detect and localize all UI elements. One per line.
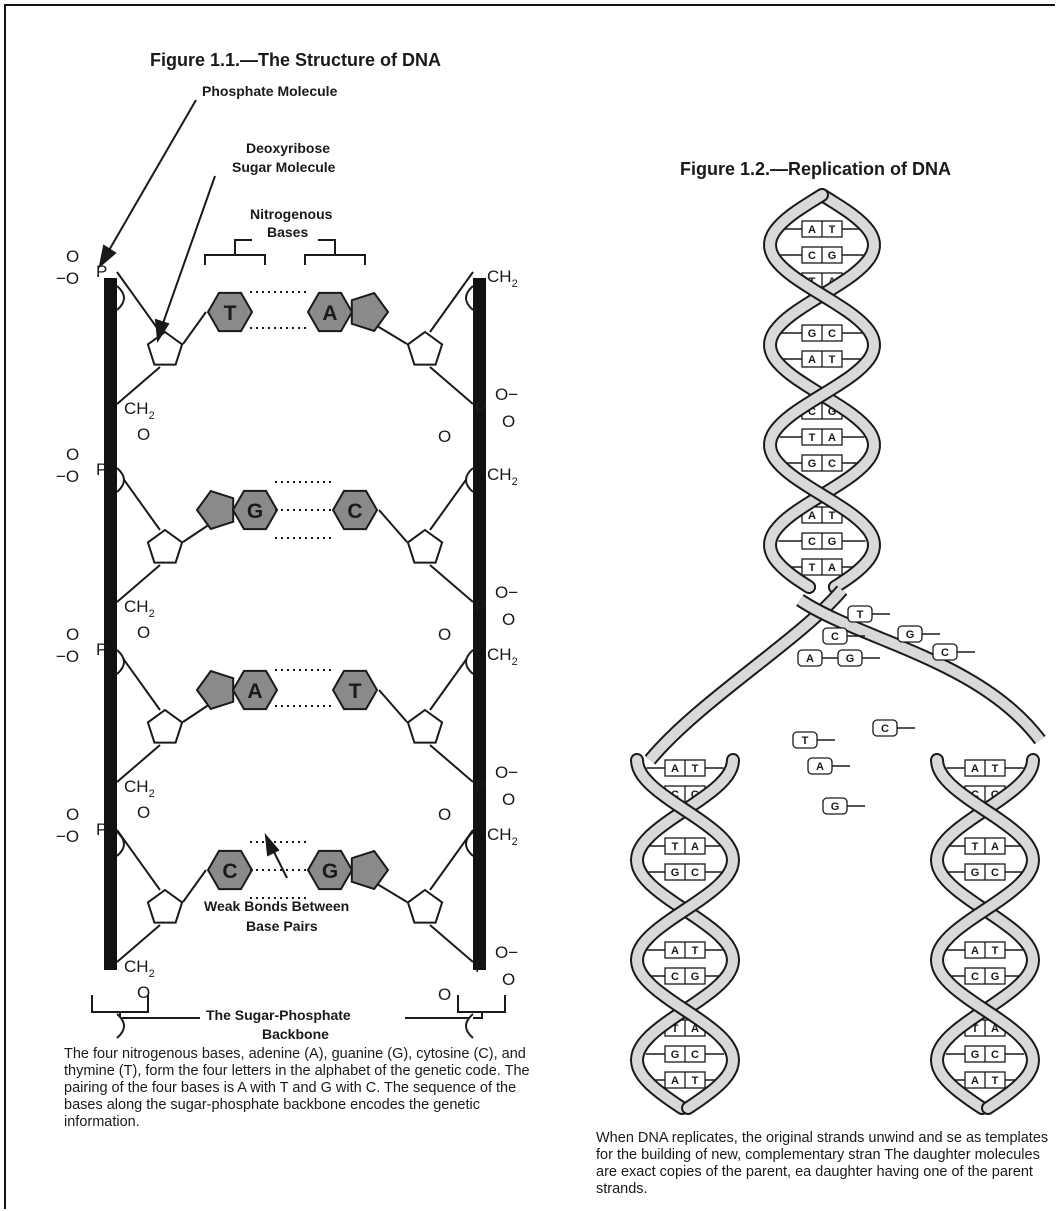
rung-letter: C: [808, 536, 816, 548]
free-nucleotide: A: [808, 758, 850, 774]
rung-letter: A: [971, 1075, 979, 1087]
nucleotide-letter: T: [802, 735, 809, 747]
rung-letter: G: [808, 458, 817, 470]
rung-letter: T: [972, 841, 979, 853]
rung-letter: A: [691, 841, 699, 853]
rung-letter: T: [992, 1075, 999, 1087]
rung-letter: A: [808, 510, 816, 522]
rung-letter: A: [671, 763, 679, 775]
rung-letter: T: [809, 562, 816, 574]
rung-letter: G: [808, 328, 817, 340]
nucleotide-letter: G: [846, 653, 855, 665]
rung-letter: A: [828, 562, 836, 574]
nucleotide-letter: G: [831, 801, 840, 813]
rung-letter: T: [829, 354, 836, 366]
rung-letter: C: [828, 458, 836, 470]
rung-letter: C: [991, 867, 999, 879]
free-nucleotide: T: [793, 732, 835, 748]
rung-letter: G: [991, 971, 1000, 983]
free-nucleotide: C: [873, 720, 915, 736]
rung-letter: G: [971, 1049, 980, 1061]
rung-letter: G: [828, 250, 837, 262]
rung-letter: T: [829, 224, 836, 236]
nucleotide-letter: T: [857, 609, 864, 621]
nucleotide-letter: G: [906, 629, 915, 641]
rung-letter: A: [828, 432, 836, 444]
rung-letter: T: [692, 945, 699, 957]
nucleotide-letter: C: [831, 631, 839, 643]
rung-letter: T: [692, 1075, 699, 1087]
rung-letter: G: [691, 971, 700, 983]
rung-letter: A: [971, 945, 979, 957]
rung-letter: G: [671, 1049, 680, 1061]
rung-letter: C: [808, 250, 816, 262]
free-nucleotide: G: [838, 650, 880, 666]
rung-letter: A: [671, 1075, 679, 1087]
rung-letter: C: [691, 867, 699, 879]
rung-letter: T: [992, 945, 999, 957]
rung-letter: G: [671, 867, 680, 879]
free-nucleotide: C: [933, 644, 975, 660]
rung-letter: A: [971, 763, 979, 775]
rung-letter: C: [671, 971, 679, 983]
rung-letter: T: [692, 763, 699, 775]
nucleotide-letter: A: [806, 653, 814, 665]
rung-letter: A: [808, 354, 816, 366]
rung-letter: A: [808, 224, 816, 236]
rung-letter: C: [971, 971, 979, 983]
free-nucleotide: G: [898, 626, 940, 642]
rung-letter: C: [828, 328, 836, 340]
nucleotide-letter: C: [881, 723, 889, 735]
rung-letter: A: [991, 841, 999, 853]
rung-letter: G: [971, 867, 980, 879]
free-nucleotide: G: [823, 798, 865, 814]
rung-letter: G: [828, 536, 837, 548]
rung-letter: T: [672, 841, 679, 853]
nucleotide-letter: A: [816, 761, 824, 773]
rung-letter: T: [992, 763, 999, 775]
rung-letter: C: [691, 1049, 699, 1061]
free-nucleotide: A: [798, 650, 840, 666]
rung-letter: T: [809, 432, 816, 444]
rung-letter: C: [991, 1049, 999, 1061]
unwinding-strand-fill: [800, 600, 1040, 740]
rung-letter: A: [671, 945, 679, 957]
nucleotide-letter: C: [941, 647, 949, 659]
rung-letter: T: [829, 510, 836, 522]
free-nucleotide: T: [848, 606, 890, 622]
